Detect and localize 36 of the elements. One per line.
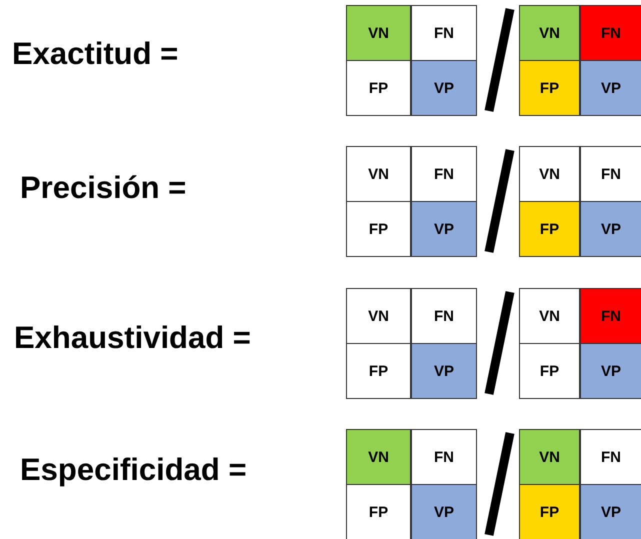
matrix-cell: FP [519, 484, 580, 539]
matrix-cell: VP [411, 60, 477, 116]
matrix-cell: FN [411, 146, 477, 202]
matrix-cell: VP [580, 201, 641, 257]
matrix-cell: VN [519, 288, 580, 344]
matrix-cell: VN [346, 288, 411, 344]
matrix-cell: FN [411, 429, 477, 485]
matrix-cell: FN [580, 288, 641, 344]
matrix-cell: VP [411, 343, 477, 399]
matrix-cell: FP [519, 343, 580, 399]
matrix-cell: FP [346, 201, 411, 257]
formula-name: Especificidad = [20, 452, 247, 488]
formula-name: Exactitud = [12, 36, 178, 72]
matrix-cell: VP [580, 60, 641, 116]
matrix-cell: FP [346, 343, 411, 399]
matrix-cell: VN [346, 5, 411, 61]
matrix-cell: VP [580, 343, 641, 399]
matrix-cell: FN [580, 146, 641, 202]
matrix-cell: VP [580, 484, 641, 539]
matrix-cell: FN [580, 5, 641, 61]
formula-name: Precisión = [20, 170, 186, 206]
matrix-cell: FN [580, 429, 641, 485]
matrix-cell: VN [346, 429, 411, 485]
matrix-cell: FN [411, 5, 477, 61]
matrix-cell: VN [519, 429, 580, 485]
matrix-cell: VN [346, 146, 411, 202]
matrix-cell: FN [411, 288, 477, 344]
matrix-cell: FP [346, 60, 411, 116]
formula-name: Exhaustividad = [14, 320, 251, 356]
matrix-cell: VP [411, 484, 477, 539]
matrix-cell: FP [519, 201, 580, 257]
matrix-cell: VN [519, 146, 580, 202]
matrix-cell: FP [519, 60, 580, 116]
matrix-cell: VP [411, 201, 477, 257]
matrix-cell: VN [519, 5, 580, 61]
matrix-cell: FP [346, 484, 411, 539]
